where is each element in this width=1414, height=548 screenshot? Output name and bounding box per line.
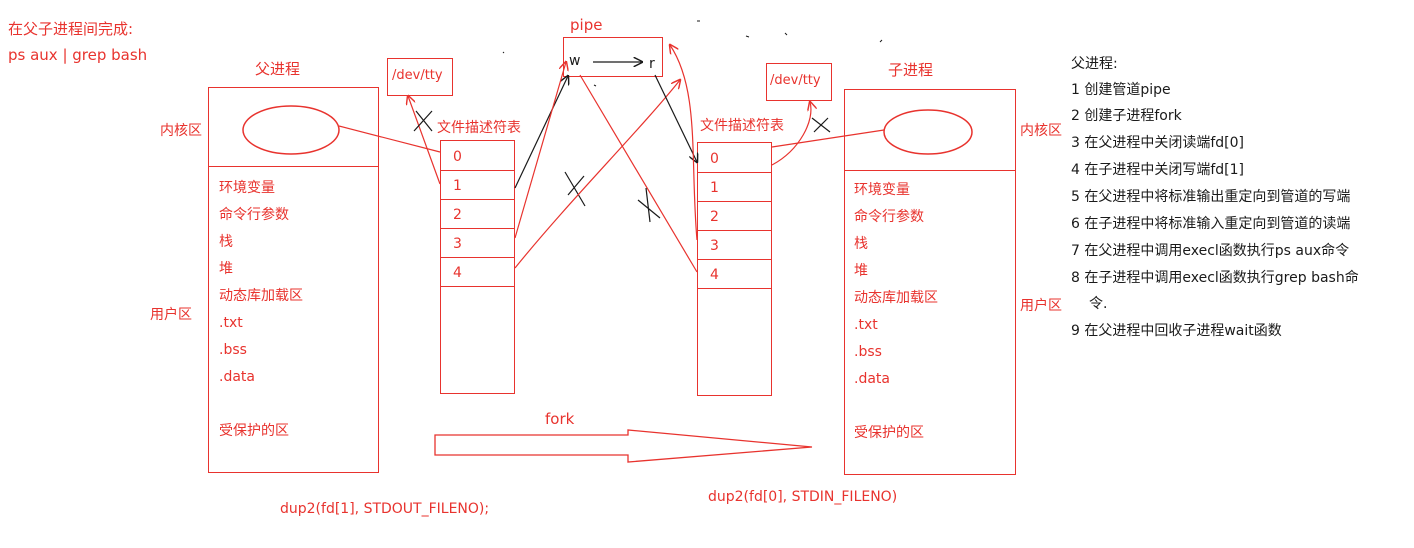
parent-fd-4: 4 — [453, 265, 462, 281]
parent-segment-args: 命令行参数 — [219, 207, 289, 223]
parent-segment-dynlib: 动态库加载区 — [219, 288, 303, 304]
parent-segment-stack: 栈 — [219, 234, 233, 250]
child-fd-table-title: 文件描述符表 — [700, 118, 784, 134]
child-user-label: 用户区 — [1020, 298, 1062, 314]
parent-kernel-divider — [209, 166, 378, 167]
parent-pcb-ellipse — [242, 105, 340, 155]
step-6: 6 在子进程中将标准输入重定向到管道的读端 — [1071, 216, 1351, 232]
child-fd-0: 0 — [710, 151, 719, 167]
note-line-1: 在父子进程间完成: — [8, 20, 134, 38]
pipe-label: pipe — [570, 16, 603, 34]
child-segment-txt: .txt — [854, 317, 878, 333]
parent-user-label: 用户区 — [150, 307, 192, 323]
child-pcb-ellipse — [883, 109, 973, 155]
child-segment-stack: 栈 — [854, 236, 868, 252]
parent-fd-table — [440, 140, 515, 394]
child-fd-2: 2 — [710, 209, 719, 225]
parent-title: 父进程 — [255, 60, 301, 78]
child-tty-box — [766, 63, 832, 101]
parent-fd-3: 3 — [453, 236, 462, 252]
child-fd-3: 3 — [710, 238, 719, 254]
child-memory-block — [844, 89, 1016, 475]
parent-dup-call: dup2(fd[1], STDOUT_FILENO); — [280, 501, 490, 517]
child-segment-data: .data — [854, 371, 890, 387]
parent-segment-bss: .bss — [219, 342, 247, 358]
fork-arrow — [434, 429, 813, 463]
parent-fd-table-title: 文件描述符表 — [437, 120, 521, 136]
child-segment-bss: .bss — [854, 344, 882, 360]
child-kernel-divider — [845, 170, 1015, 171]
parent-tty-label: /dev/tty — [392, 68, 443, 83]
pipe-write-end: w — [569, 53, 581, 69]
child-kernel-label: 内核区 — [1020, 123, 1062, 139]
child-tty-label: /dev/tty — [770, 73, 821, 88]
child-segment-args: 命令行参数 — [854, 209, 924, 225]
child-segment-heap: 堆 — [854, 263, 868, 279]
child-segment-protected: 受保护的区 — [854, 425, 924, 441]
child-fd-table — [697, 142, 772, 396]
steps-title: 父进程: — [1071, 56, 1118, 72]
parent-fd-2: 2 — [453, 207, 462, 223]
fork-label: fork — [545, 410, 575, 428]
child-title: 子进程 — [888, 61, 934, 79]
parent-segment-protected: 受保护的区 — [219, 423, 289, 439]
child-fd-4: 4 — [710, 267, 719, 283]
step-9: 9 在父进程中回收子进程wait函数 — [1071, 323, 1282, 339]
step-2: 2 创建子进程fork — [1071, 108, 1182, 124]
parent-segment-data: .data — [219, 369, 255, 385]
parent-tty-box — [387, 58, 453, 96]
step-8: 8 在子进程中调用execl函数执行grep bash命 — [1071, 270, 1359, 286]
note-line-2: ps aux | grep bash — [8, 46, 148, 64]
pipe-read-end: r — [649, 56, 655, 72]
step-8-cont: 令. — [1089, 296, 1108, 312]
child-fd-1: 1 — [710, 180, 719, 196]
parent-segment-env: 环境变量 — [219, 180, 275, 196]
parent-fd-1: 1 — [453, 178, 462, 194]
parent-fd-0: 0 — [453, 149, 462, 165]
step-3: 3 在父进程中关闭读端fd[0] — [1071, 135, 1245, 151]
parent-memory-block — [208, 87, 379, 473]
parent-kernel-label: 内核区 — [160, 123, 202, 139]
child-segment-env: 环境变量 — [854, 182, 910, 198]
step-1: 1 创建管道pipe — [1071, 82, 1171, 98]
parent-segment-txt: .txt — [219, 315, 243, 331]
step-7: 7 在父进程中调用execl函数执行ps aux命令 — [1071, 243, 1350, 259]
child-dup-call: dup2(fd[0], STDIN_FILENO) — [708, 489, 898, 505]
parent-segment-heap: 堆 — [219, 261, 233, 277]
step-5: 5 在父进程中将标准输出重定向到管道的写端 — [1071, 189, 1351, 205]
step-4: 4 在子进程中关闭写端fd[1] — [1071, 162, 1245, 178]
child-segment-dynlib: 动态库加载区 — [854, 290, 938, 306]
pipe-box — [563, 37, 663, 77]
